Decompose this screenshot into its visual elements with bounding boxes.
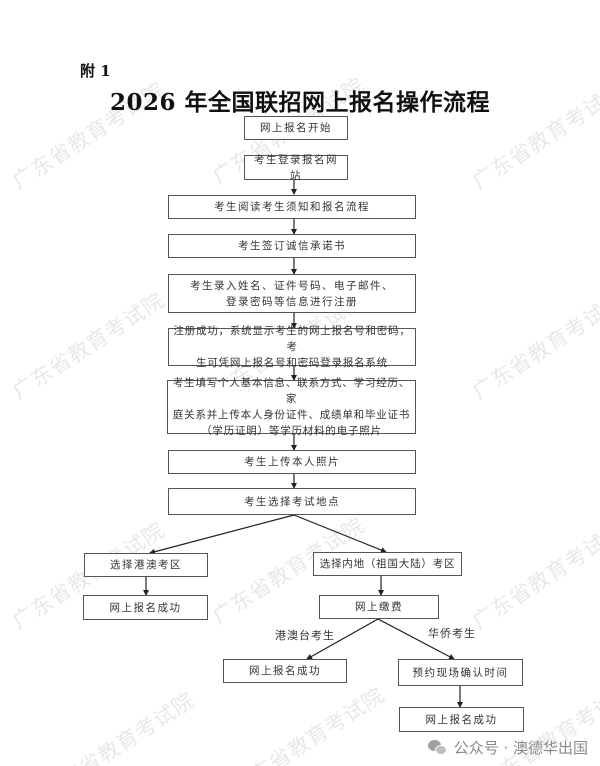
step-online-payment-text: 网上缴费 — [355, 601, 403, 613]
step-choose-hk-macau-zone-text: 选择港澳考区 — [110, 559, 182, 571]
step-upload-photo: 考生上传本人照片 — [168, 450, 416, 474]
step-sign-pledge: 考生签订诚信承诺书 — [168, 234, 416, 258]
footer-brand-text: 公众号 · 澳德华出国 — [453, 739, 588, 757]
label-hk-macau-taiwan-candidates: 港澳台考生 — [275, 629, 335, 642]
label-overseas-chinese-candidates: 华侨考生 — [428, 627, 476, 640]
step-start: 网上报名开始 — [244, 116, 348, 140]
step-overseas-chinese-success-text: 网上报名成功 — [425, 713, 498, 726]
step-read-notice: 考生阅读考生须知和报名流程 — [168, 195, 416, 219]
step-book-confirmation-time: 预约现场确认时间 — [398, 659, 523, 686]
step-fill-info-line-2: 庭关系并上传本人身份证件、成绩单和毕业证书 — [172, 409, 411, 421]
step-fill-info-line-3: （学历证明）等学历材料的电子照片 — [201, 425, 382, 437]
step-register: 考生录入姓名、证件号码、电子邮件、 登录密码等信息进行注册 — [168, 274, 416, 313]
step-book-confirmation-time-text: 预约现场确认时间 — [412, 666, 509, 679]
footer-brand: 公众号 · 澳德华出国 — [427, 737, 588, 758]
step-online-payment: 网上缴费 — [319, 595, 439, 619]
step-registration-success-line-2: 生可凭网上报名号和密码登录报名系统 — [195, 357, 389, 369]
step-hk-macau-success: 网上报名成功 — [83, 595, 208, 620]
step-choose-site: 考生选择考试地点 — [168, 488, 416, 515]
step-fill-info-line-1: 考生填写个人基本信息、联系方式、学习经历、家 — [172, 377, 411, 405]
step-choose-mainland-zone: 选择内地（祖国大陆）考区 — [313, 552, 462, 576]
step-sign-pledge-text: 考生签订诚信承诺书 — [238, 240, 346, 252]
step-choose-site-text: 考生选择考试地点 — [244, 495, 340, 508]
step-overseas-chinese-success: 网上报名成功 — [399, 707, 524, 732]
step-read-notice-text: 考生阅读考生须知和报名流程 — [214, 201, 370, 213]
step-choose-mainland-zone-text: 选择内地（祖国大陆）考区 — [319, 558, 456, 570]
step-upload-photo-text: 考生上传本人照片 — [244, 456, 340, 468]
step-register-line-1: 考生录入姓名、证件号码、电子邮件、 — [190, 279, 394, 292]
step-hk-macau-taiwan-success: 网上报名成功 — [223, 659, 347, 683]
step-login: 考生登录报名网站 — [244, 154, 348, 182]
step-start-text: 网上报名开始 — [260, 122, 332, 134]
step-hk-macau-taiwan-success-text: 网上报名成功 — [249, 665, 321, 677]
step-registration-success-line-1: 注册成功，系统显示考生的网上报名号和密码，考 — [173, 325, 411, 353]
step-login-text: 考生登录报名网站 — [254, 153, 338, 182]
step-choose-hk-macau-zone: 选择港澳考区 — [84, 553, 208, 577]
annex-label: 附 1 — [80, 62, 111, 80]
wechat-icon — [427, 739, 448, 756]
page-title: 2026 年全国联招网上报名操作流程 — [109, 89, 491, 116]
step-register-line-2: 登录密码等信息进行注册 — [226, 295, 358, 308]
step-hk-macau-success-text: 网上报名成功 — [109, 601, 182, 614]
step-registration-success: 注册成功，系统显示考生的网上报名号和密码，考 生可凭网上报名号和密码登录报名系统 — [168, 325, 416, 369]
step-fill-info: 考生填写个人基本信息、联系方式、学习经历、家 庭关系并上传本人身份证件、成绩单和… — [167, 377, 416, 437]
